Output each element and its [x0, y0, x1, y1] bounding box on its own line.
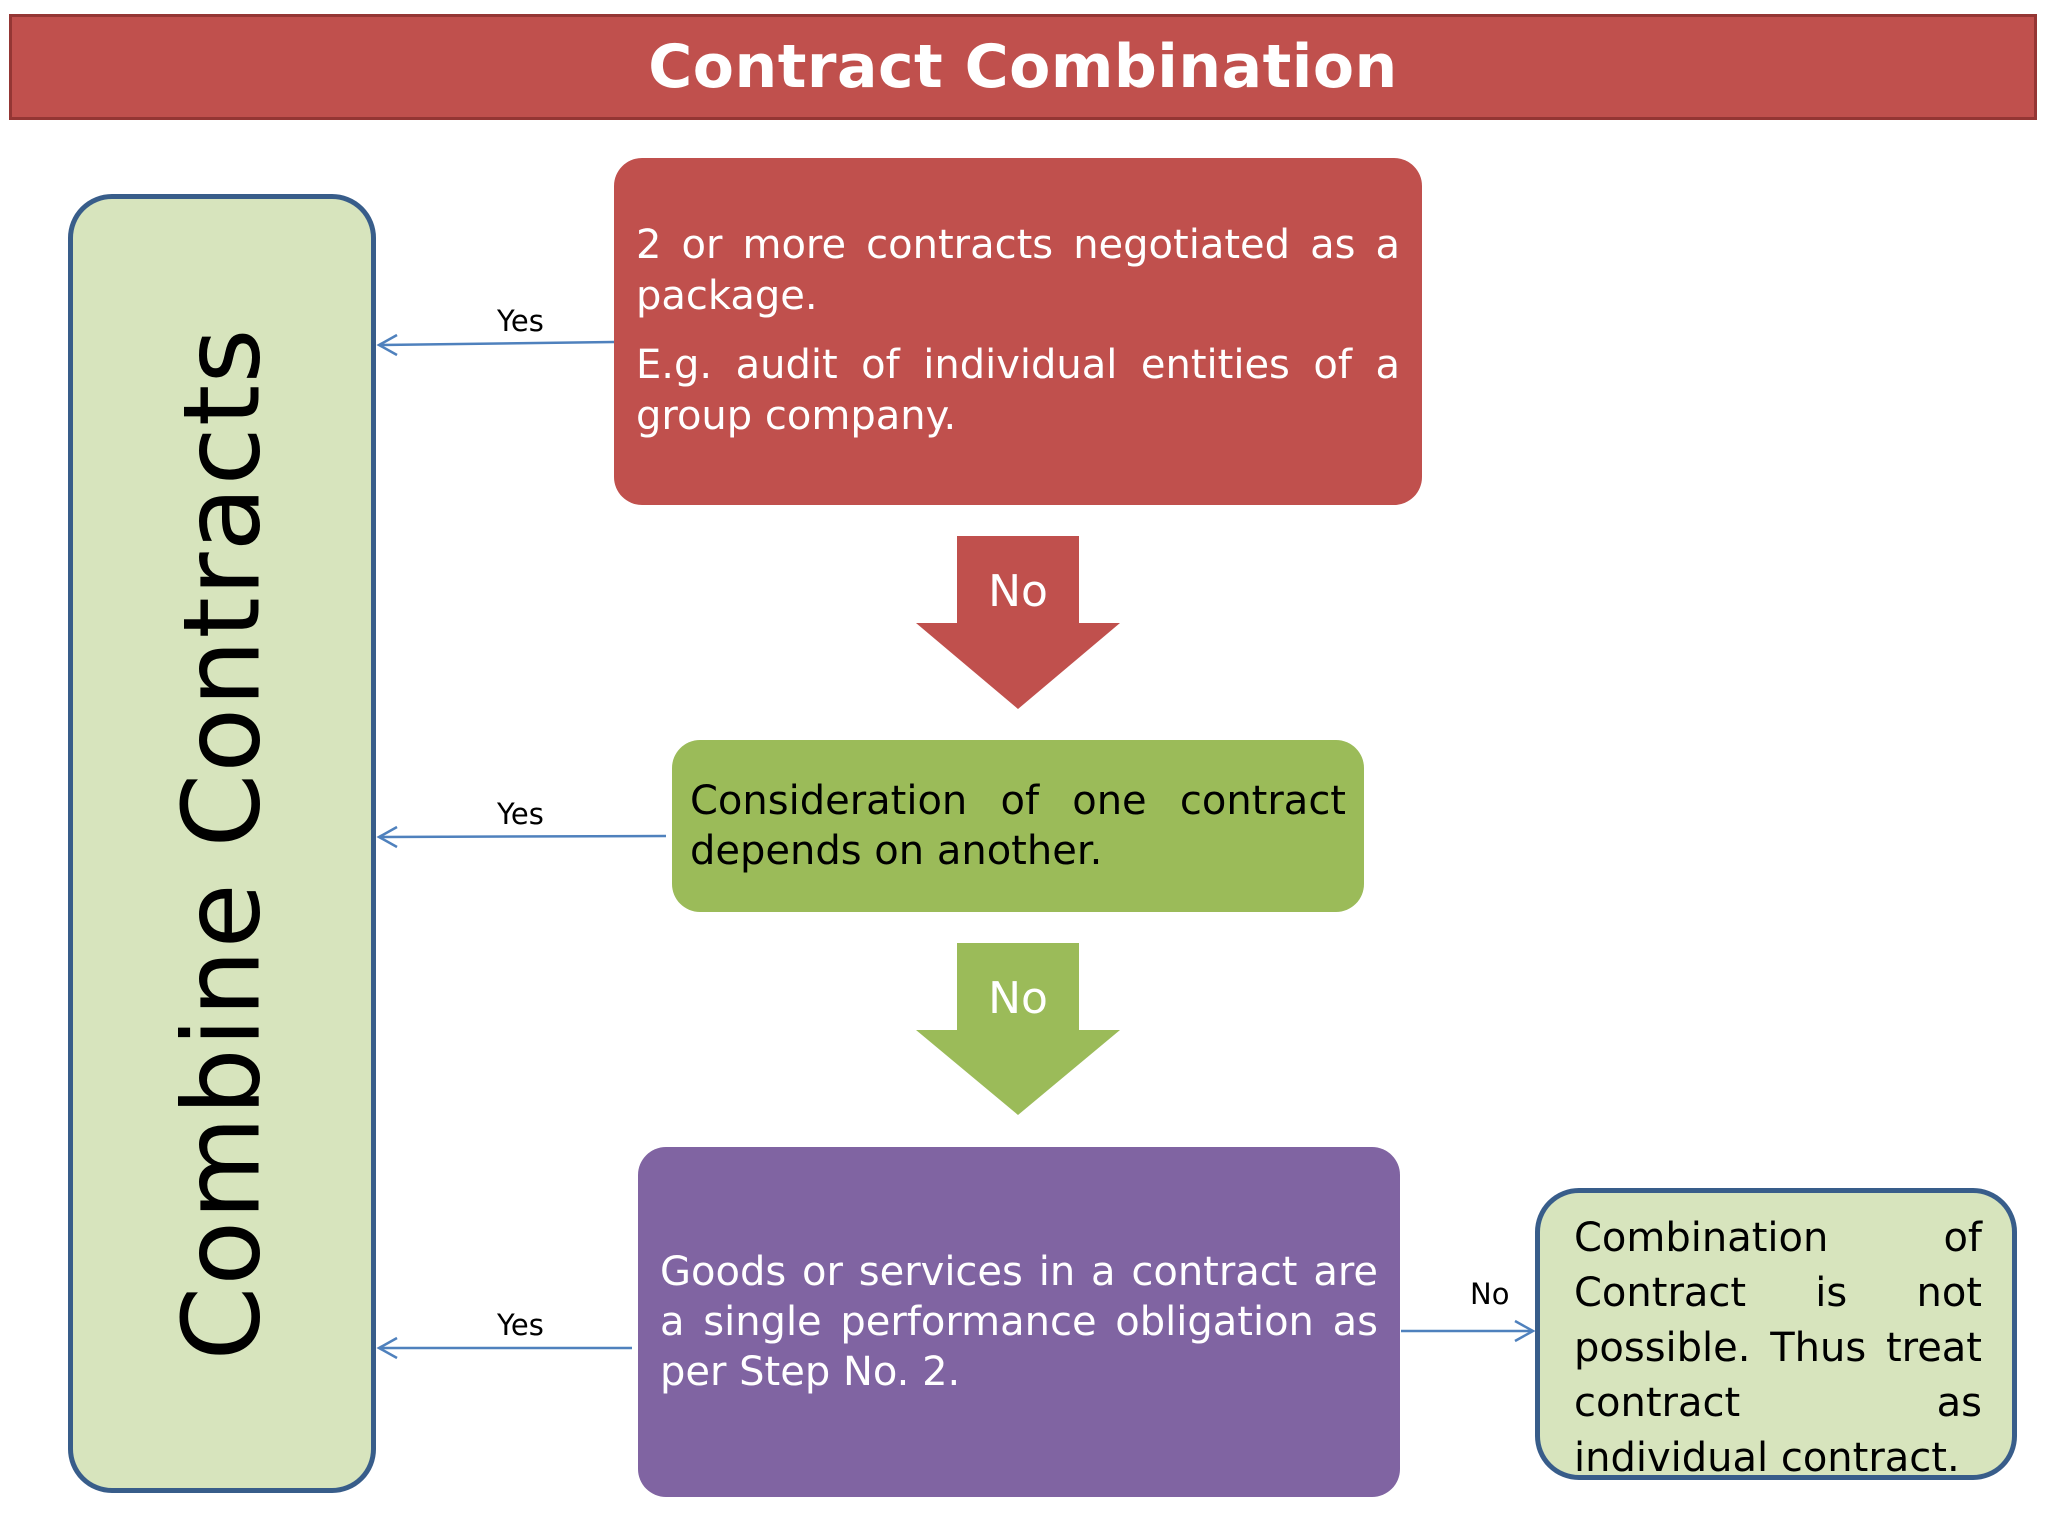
yes-connector-3 [376, 1336, 632, 1360]
no-connector-result [1401, 1319, 1536, 1343]
yes-label-1: Yes [497, 304, 544, 338]
result-text: Combination of Contract is not possible.… [1574, 1215, 1982, 1481]
diagram-title: Contract Combination [648, 32, 1398, 102]
step-2-consideration-box: Consideration of one contract depends on… [672, 740, 1364, 912]
step-2-text: Consideration of one contract depends on… [690, 778, 1346, 874]
no-arrow-2-label: No [988, 973, 1048, 1024]
result-not-possible-box: Combination of Contract is not possible.… [1535, 1188, 2017, 1481]
combine-contracts-box: Combine Contracts [68, 194, 376, 1493]
no-arrow-1-label: No [988, 566, 1048, 617]
no-arrow-1 [916, 536, 1120, 709]
no-arrow-2 [916, 943, 1120, 1115]
step-3-text: Goods or services in a contract are a si… [660, 1249, 1378, 1395]
yes-connector-1 [376, 333, 615, 357]
step-3-performance-box: Goods or services in a contract are a si… [638, 1147, 1400, 1497]
title-bar: Contract Combination [9, 14, 2037, 120]
yes-label-2: Yes [497, 797, 544, 831]
yes-connector-2 [376, 825, 667, 849]
step-1-text-line-2: E.g. audit of individual entities of a g… [636, 342, 1400, 439]
step-1-package-box: 2 or more contracts negotiated as a pack… [614, 158, 1422, 505]
no-label-result: No [1470, 1277, 1510, 1311]
step-1-text-line-1: 2 or more contracts negotiated as a pack… [636, 222, 1400, 319]
yes-label-3: Yes [497, 1308, 544, 1342]
